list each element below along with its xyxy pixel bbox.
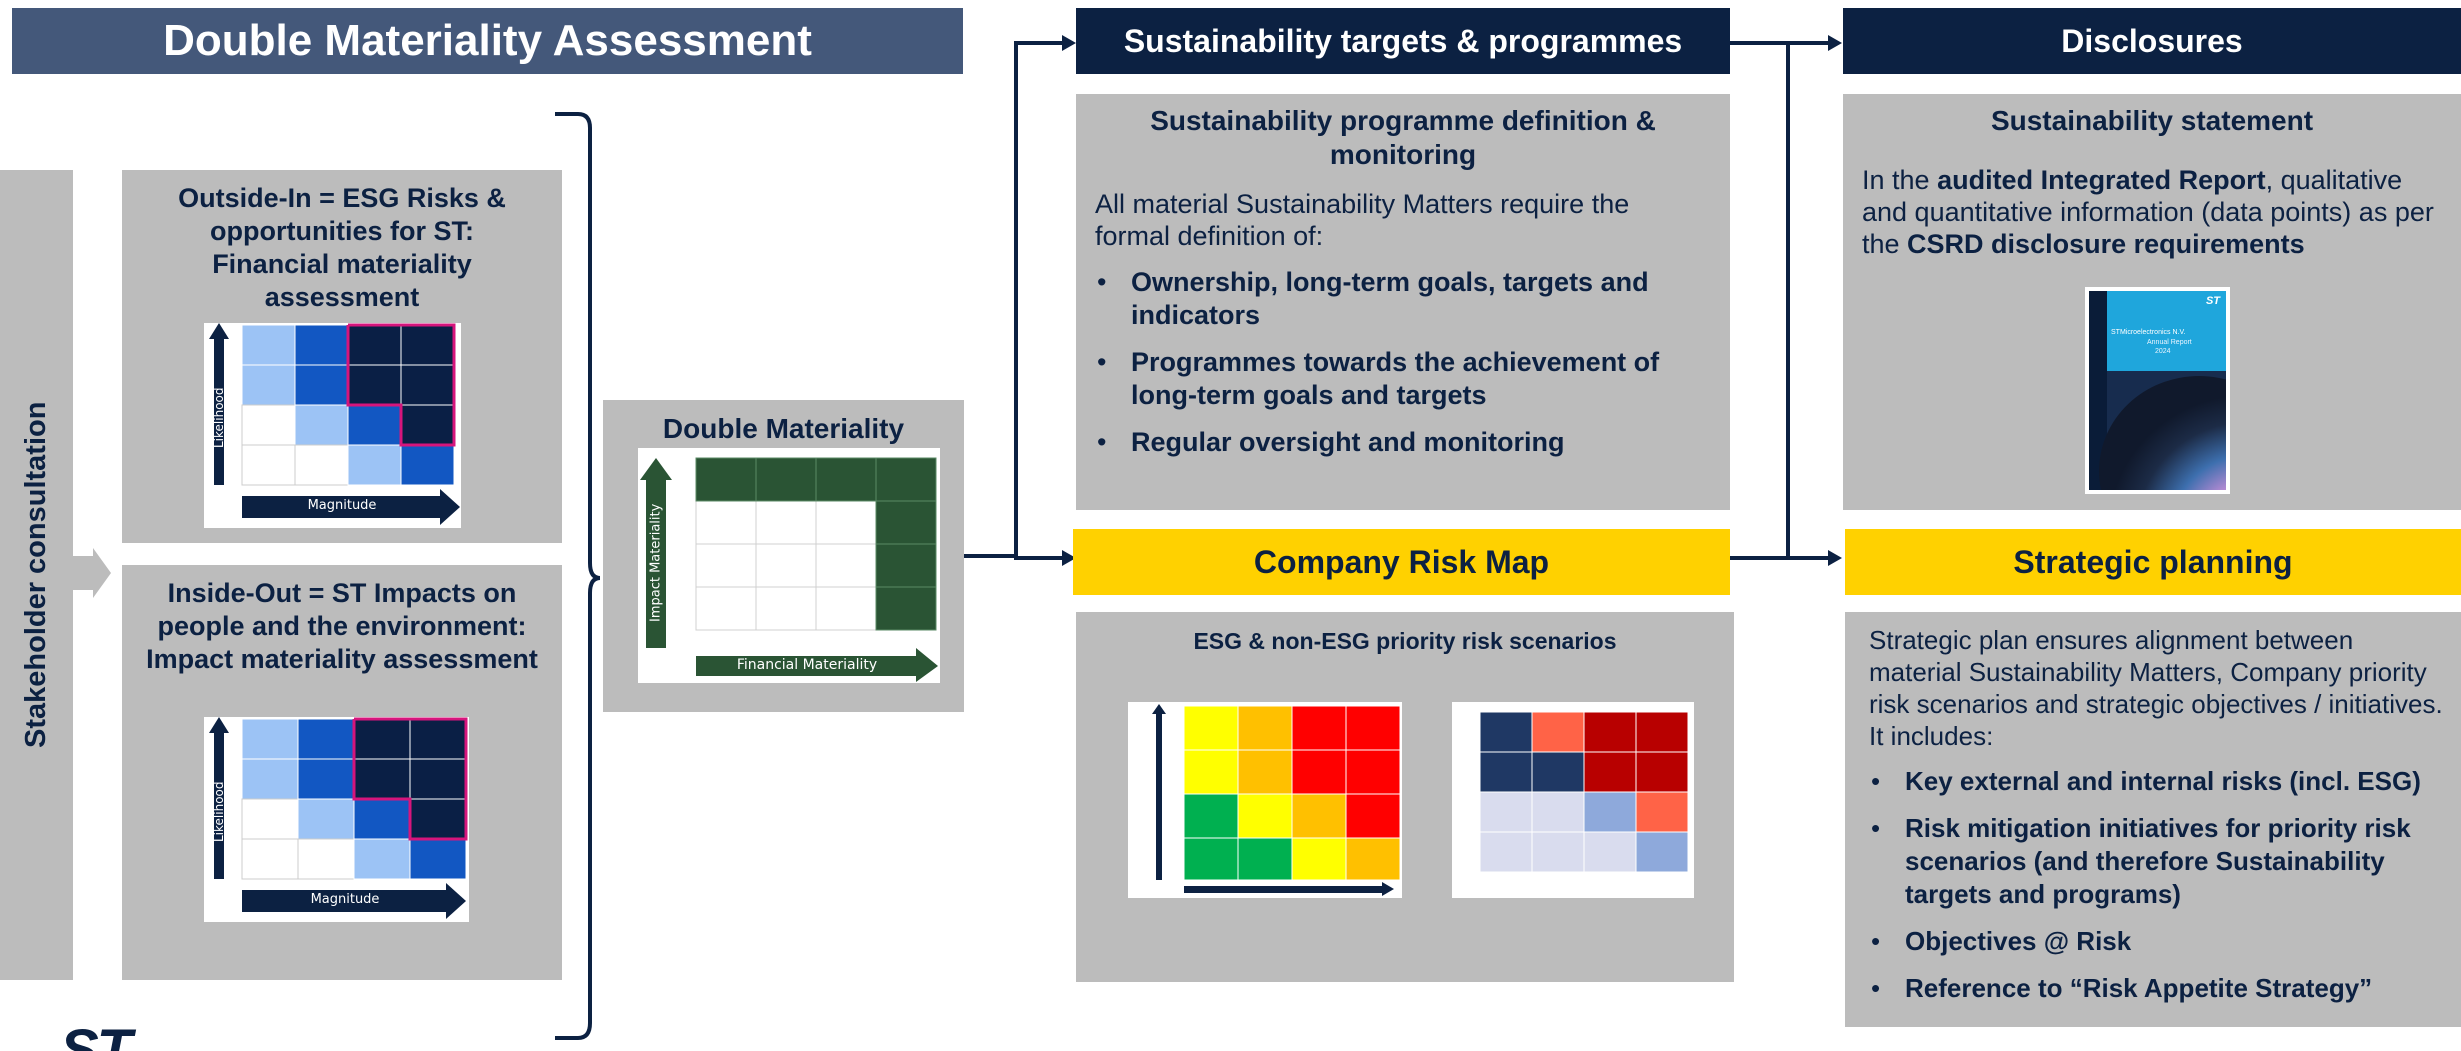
disclosures-box: Sustainability statement In the audited … <box>1843 94 2461 510</box>
disclosures-text: In the audited Integrated Report, qualit… <box>1862 165 2434 259</box>
outside-in-y-label: Likelihood <box>212 387 226 449</box>
targets-bullet: Ownership, long-term goals, targets and … <box>1095 266 1695 332</box>
outside-in-box: Outside-In = ESG Risks & opportunities f… <box>122 170 562 543</box>
double-materiality-x-label: Financial Materiality <box>736 657 878 673</box>
outside-in-x-label: Magnitude <box>307 498 377 513</box>
targets-bar: Sustainability targets & programmes <box>1076 8 1730 74</box>
report-subtitle: Annual Report <box>2147 339 2192 346</box>
outside-in-matrix: Likelihood Magnitude <box>204 323 461 528</box>
strategic-bullet-list: Key external and internal risks (incl. E… <box>1869 765 2449 1019</box>
strategic-intro: Strategic plan ensures alignment between… <box>1869 625 2443 751</box>
stakeholder-arrow <box>73 548 111 598</box>
risk-map-bar: Company Risk Map <box>1073 529 1730 595</box>
targets-box: Sustainability programme definition & mo… <box>1076 94 1730 510</box>
disclosures-box-heading: Sustainability statement <box>1990 105 2314 136</box>
inside-out-box: Inside-Out = ST Impacts on people and th… <box>122 565 562 980</box>
risk-priority-map-svg <box>1452 702 1694 898</box>
double-materiality-box: Double Materiality <box>603 400 964 712</box>
page-title: Double Materiality Assessment <box>163 16 812 65</box>
report-title: STMicroelectronics N.V. <box>2111 329 2186 336</box>
strategic-bullet: Risk mitigation initiatives for priority… <box>1869 812 2449 911</box>
outside-in-heading: Outside-In = ESG Risks & opportunities f… <box>178 183 506 312</box>
bracket <box>555 112 600 1040</box>
logo-text: ST <box>60 1022 180 1051</box>
disclosures-bar: Disclosures <box>1843 8 2461 74</box>
targets-bullet: Programmes towards the achievement of lo… <box>1095 346 1695 412</box>
targets-bullet-list: Ownership, long-term goals, targets and … <box>1095 266 1695 473</box>
strategic-bar: Strategic planning <box>1845 529 2461 595</box>
targets-bar-label: Sustainability targets & programmes <box>1123 22 1683 59</box>
risk-priority-map <box>1452 702 1694 898</box>
title-bar: Double Materiality Assessment <box>12 8 963 74</box>
risk-box: ESG & non-ESG priority risk scenarios <box>1076 612 1734 982</box>
stakeholder-label: Stakeholder consultation <box>20 401 52 749</box>
strategic-bullet: Reference to “Risk Appetite Strategy” <box>1869 972 2449 1005</box>
inside-out-matrix: Likelihood Magnitude <box>204 717 469 922</box>
strategic-bullet: Key external and internal risks (incl. E… <box>1869 765 2449 798</box>
inside-out-x-label: Magnitude <box>310 892 380 907</box>
report-year: 2024 <box>2155 348 2171 355</box>
risk-map-bar-label: Company Risk Map <box>1253 543 1550 580</box>
annual-report-cover: ST STMicroelectronics N.V. Annual Report… <box>2085 287 2230 494</box>
connector-lines <box>964 35 1842 566</box>
risk-heatmap <box>1128 702 1402 898</box>
wafer-image <box>2099 376 2226 490</box>
double-materiality-heading: Double Materiality <box>662 413 905 444</box>
risk-heatmap-svg <box>1128 702 1402 898</box>
targets-intro: All material Sustainability Matters requ… <box>1095 189 1630 251</box>
strategic-bar-label: Strategic planning <box>2013 543 2293 580</box>
disclosures-bar-label: Disclosures <box>2061 22 2243 59</box>
report-brand: ST <box>2205 295 2220 307</box>
inside-out-matrix-svg <box>204 717 469 922</box>
outside-in-matrix-svg <box>204 323 461 528</box>
targets-bullet: Regular oversight and monitoring <box>1095 426 1695 459</box>
inside-out-y-label: Likelihood <box>212 781 226 843</box>
double-materiality-matrix-svg <box>638 448 940 683</box>
double-materiality-y-label: Impact Materiality <box>648 503 664 623</box>
strategic-bullet: Objectives @ Risk <box>1869 925 2449 958</box>
targets-box-heading: Sustainability programme definition & mo… <box>1150 105 1656 170</box>
strategic-box: Strategic plan ensures alignment between… <box>1845 612 2461 1027</box>
double-materiality-matrix: Impact Materiality Financial Materiality <box>638 448 940 683</box>
risk-box-heading: ESG & non-ESG priority risk scenarios <box>1193 628 1617 654</box>
inside-out-heading: Inside-Out = ST Impacts on people and th… <box>146 578 538 674</box>
stakeholder-bar: Stakeholder consultation <box>0 170 73 980</box>
st-logo: ST <box>60 1022 180 1051</box>
